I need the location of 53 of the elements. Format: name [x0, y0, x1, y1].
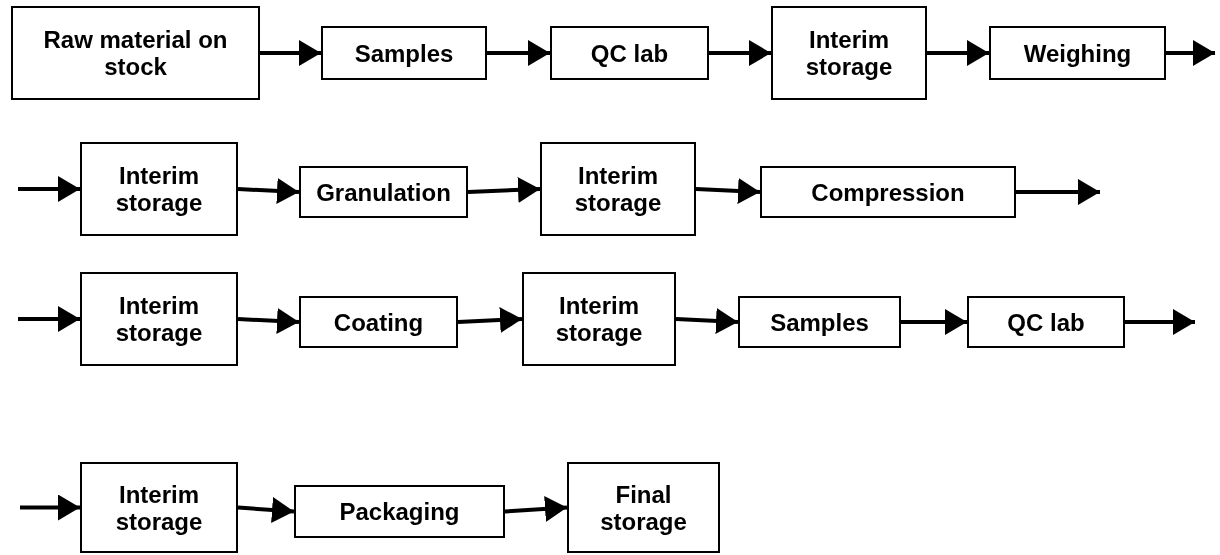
process-box [989, 26, 1166, 80]
arrow [709, 40, 771, 66]
step-label: Weighing [1023, 39, 1132, 67]
process-box [738, 296, 901, 348]
step-label: Interim storage [114, 480, 204, 535]
step-label: Final storage [599, 480, 688, 535]
step-label: Interim storage [114, 292, 204, 346]
step-label: Samples [354, 39, 454, 67]
process-box [522, 272, 676, 366]
step-label: QC lab [1007, 308, 1085, 336]
process-box [299, 166, 468, 218]
process-box [80, 272, 238, 366]
process-box [567, 462, 720, 553]
step-label: Compression [811, 178, 965, 206]
arrow [237, 177, 300, 204]
arrow [237, 307, 300, 334]
arrow [20, 494, 80, 521]
step-label: Interim storage [554, 292, 644, 346]
process-box [321, 26, 487, 80]
process-box [967, 296, 1125, 348]
arrow [457, 307, 523, 333]
process-box [294, 485, 505, 538]
arrow [260, 40, 321, 66]
arrow [695, 178, 761, 204]
arrow [675, 307, 739, 334]
process-box [550, 26, 709, 80]
arrow [487, 40, 550, 66]
arrow [927, 40, 989, 66]
process-box [760, 166, 1016, 218]
step-label: Interim storage [804, 26, 894, 80]
step-label: Coating [333, 308, 424, 336]
arrow [18, 306, 80, 332]
step-label: Granulation [316, 178, 451, 206]
process-box [771, 6, 927, 100]
step-label: Samples [770, 308, 869, 336]
step-label: Interim storage [573, 162, 663, 216]
step-label: Raw material on stock [42, 26, 229, 80]
process-box [80, 462, 238, 553]
arrow [237, 496, 295, 523]
arrow [901, 309, 967, 335]
arrow [1016, 179, 1100, 205]
arrow [1166, 40, 1215, 66]
arrow [1125, 309, 1195, 335]
step-label: Interim storage [114, 162, 204, 216]
step-label: Packaging [339, 498, 460, 525]
process-box [299, 296, 458, 348]
process-box [540, 142, 696, 236]
arrow [467, 176, 541, 203]
process-box [80, 142, 238, 236]
arrow [504, 495, 568, 522]
step-label: QC lab [590, 39, 669, 67]
arrow [18, 176, 80, 202]
process-box [11, 6, 260, 100]
